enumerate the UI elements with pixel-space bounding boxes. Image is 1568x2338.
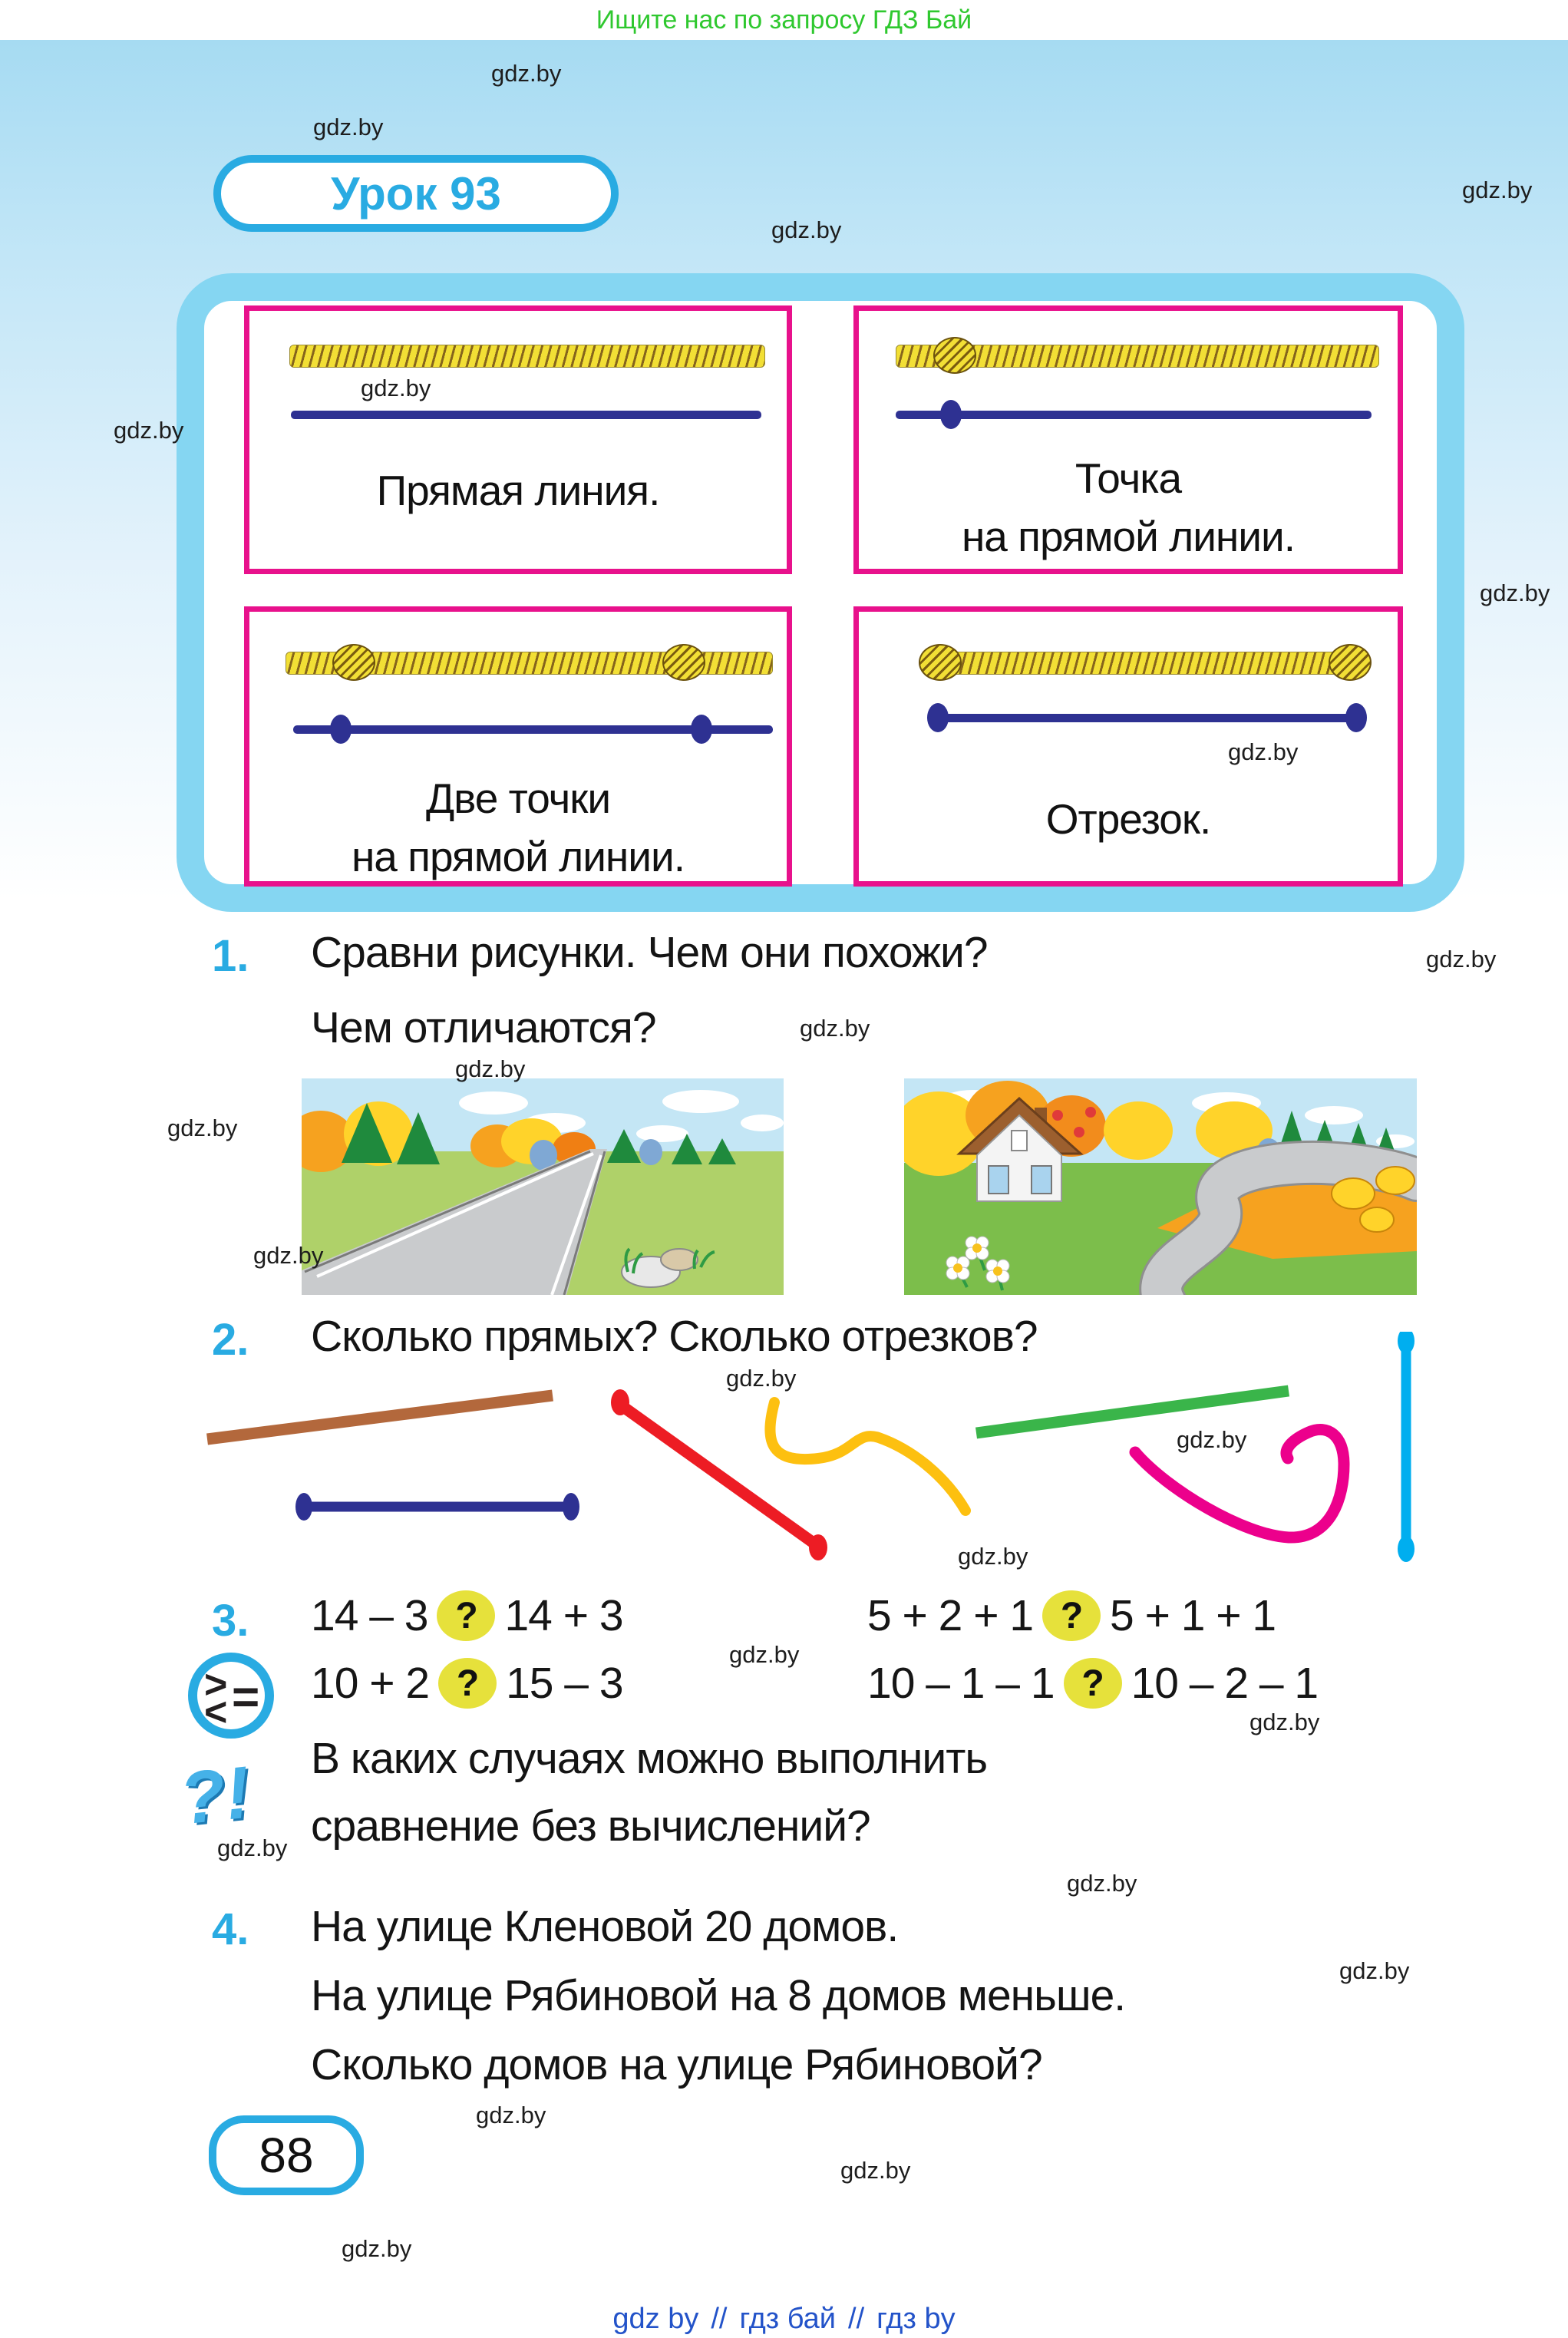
watermark: gdz.by — [455, 1055, 526, 1082]
task1-picture-straight-road — [302, 1078, 784, 1295]
lesson-badge: Урок 93 — [213, 155, 619, 232]
rope-knot — [933, 337, 976, 374]
task3-number: 3. — [212, 1596, 249, 1646]
task4-number: 4. — [212, 1904, 249, 1954]
line-with-point-drawing — [896, 400, 1372, 429]
cyan-segment — [1398, 1332, 1415, 1562]
watermark: gdz.by — [771, 216, 842, 243]
card-caption: Точка на прямой линии. — [961, 454, 1296, 560]
footer-separator: // — [848, 2303, 865, 2335]
comparison-expression: 14 – 3?14 + 3 — [311, 1590, 624, 1641]
brown-straight-line — [206, 1389, 553, 1445]
card-caption: Прямая линия. — [376, 467, 661, 514]
straight-line-drawing — [291, 411, 761, 419]
navy-segment — [295, 1493, 579, 1521]
green-straight-line — [975, 1385, 1290, 1439]
watermark: gdz.by — [958, 1543, 1028, 1570]
task4-text-line2: На улице Рябиновой на 8 домов меньше. — [311, 1971, 1126, 2020]
svg-text:=: = — [232, 1671, 259, 1724]
comparison-icon: > < = — [186, 1650, 276, 1741]
task4-text-line3: Сколько домов на улице Рябиновой? — [311, 2040, 1043, 2089]
point-dot — [940, 400, 962, 429]
watermark: gdz.by — [476, 2102, 546, 2128]
task1-text-line1: Сравни рисунки. Чем они похожи? — [311, 928, 989, 977]
comparison-expression: 10 – 1 – 1?10 – 2 – 1 — [867, 1658, 1319, 1709]
watermark: gdz.by — [253, 1242, 324, 1269]
question-badge: ? — [438, 1658, 497, 1709]
footer-link-gdz-by2[interactable]: гдз by — [876, 2303, 956, 2335]
watermark: gdz.by — [840, 2157, 911, 2184]
flowers — [946, 1236, 1010, 1291]
task2-lines-figure — [153, 1332, 1458, 1585]
concept-card-straight-line: Прямая линия. — [244, 305, 792, 574]
rope-image — [289, 345, 765, 368]
footer-link-gdz-by[interactable]: gdz by — [612, 2303, 699, 2335]
top-banner: Ищите нас по запросу ГДЗ Бай — [0, 0, 1568, 40]
top-banner-text: Ищите нас по запросу ГДЗ Бай — [596, 5, 972, 35]
rope-knot — [1329, 644, 1372, 681]
winding-road — [1141, 1142, 1417, 1295]
watermark: gdz.by — [361, 375, 431, 401]
task1-picture-winding-road — [904, 1078, 1417, 1295]
watermark: gdz.by — [800, 1015, 870, 1042]
question-badge: ? — [1042, 1590, 1101, 1641]
watermark: gdz.by — [313, 114, 384, 140]
watermark: gdz.by — [729, 1641, 800, 1668]
line-with-two-points-drawing — [293, 715, 773, 744]
point-dot — [691, 715, 712, 744]
watermark: gdz.by — [1426, 946, 1497, 973]
svg-text:<: < — [204, 1690, 227, 1735]
pink-curve — [1129, 1424, 1350, 1544]
segment-drawing — [927, 703, 1367, 732]
red-segment — [611, 1389, 827, 1560]
comparison-expression: 10 + 2?15 – 3 — [311, 1658, 624, 1709]
rope-knotted-ends-image — [919, 644, 1372, 681]
lesson-title: Урок 93 — [331, 167, 501, 220]
question-exclamation-icon: ?! — [176, 1751, 254, 1841]
svg-text:>: > — [204, 1663, 227, 1707]
point-dot — [330, 715, 352, 744]
concept-card-segment: Отрезок. — [853, 606, 1403, 887]
task3-question-line2: сравнение без вычислений? — [311, 1801, 871, 1851]
watermark: gdz.by — [726, 1365, 797, 1392]
watermark: gdz.by — [1339, 1957, 1410, 1984]
watermark: gdz.by — [1067, 1870, 1137, 1897]
watermark: gdz.by — [1177, 1426, 1247, 1453]
watermark: gdz.by — [1249, 1709, 1320, 1735]
task2-number: 2. — [212, 1315, 249, 1365]
task1-number: 1. — [212, 931, 249, 981]
question-badge: ? — [1063, 1658, 1122, 1709]
card-caption: Две точки на прямой линии. — [351, 774, 685, 880]
card-caption: Отрезок. — [1045, 795, 1211, 843]
watermark: gdz.by — [217, 1834, 288, 1861]
footer: gdz by // гдз бай // гдз by — [0, 2303, 1568, 2336]
rope-knot — [662, 644, 705, 681]
comparison-expression: 5 + 2 + 1?5 + 1 + 1 — [867, 1590, 1276, 1641]
rope-with-knot-image — [896, 337, 1379, 374]
watermark: gdz.by — [114, 417, 184, 444]
endpoint-dot — [1345, 703, 1367, 732]
watermark: gdz.by — [491, 60, 562, 87]
watermark: gdz.by — [1228, 738, 1299, 765]
watermark: gdz.by — [1462, 177, 1533, 203]
straight-road — [302, 1149, 607, 1295]
rope-knot — [332, 644, 375, 681]
concept-card-point-on-line: Точка на прямой линии. — [853, 305, 1403, 574]
concept-card-two-points-on-line: Две точки на прямой линии. — [244, 606, 792, 887]
rope-with-two-knots-image — [286, 644, 773, 681]
task3-question-line1: В каких случаях можно выполнить — [311, 1734, 988, 1783]
yellow-curve — [764, 1397, 971, 1516]
rope-knot — [919, 644, 962, 681]
watermark: gdz.by — [167, 1115, 238, 1141]
task4-text-line1: На улице Кленовой 20 домов. — [311, 1902, 899, 1951]
endpoint-dot — [927, 703, 949, 732]
task2-question: Сколько прямых? Сколько отрезков? — [311, 1312, 1038, 1361]
page-number-badge: 88 — [209, 2115, 364, 2195]
question-badge: ? — [437, 1590, 496, 1641]
task1-text-line2: Чем отличаются? — [311, 1003, 657, 1052]
footer-link-gdz-bai[interactable]: гдз бай — [739, 2303, 837, 2335]
watermark: gdz.by — [342, 2235, 412, 2262]
watermark: gdz.by — [1480, 580, 1550, 606]
footer-separator: // — [711, 2303, 728, 2335]
